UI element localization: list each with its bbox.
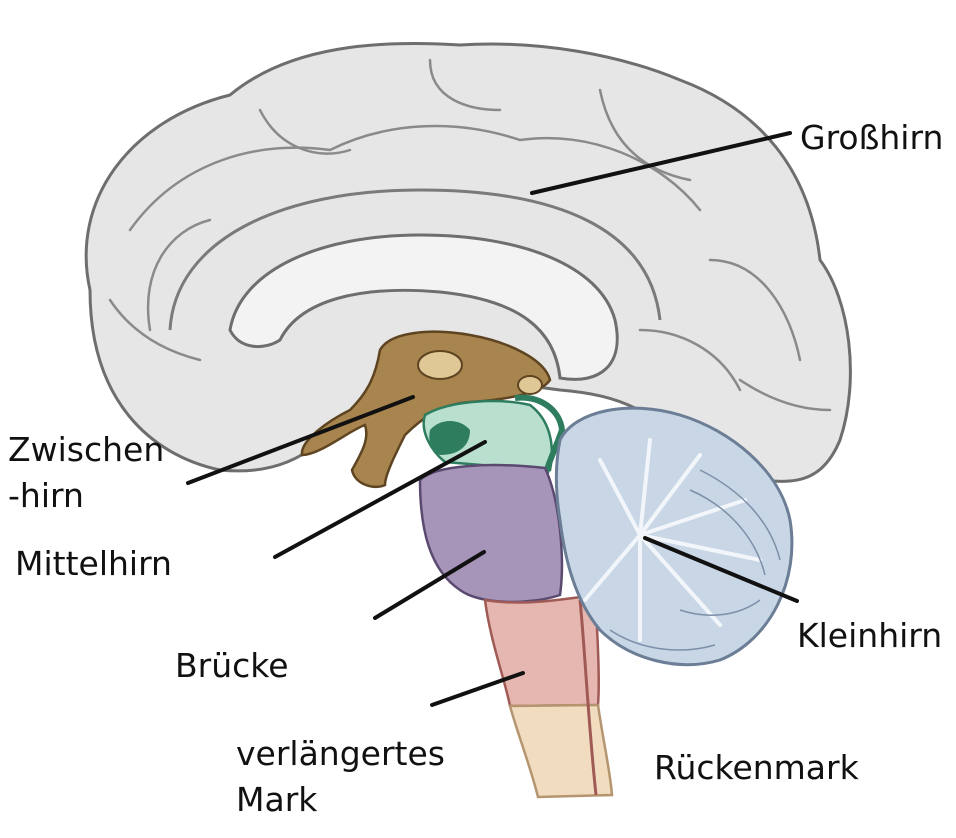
label-bruecke: Brücke <box>175 646 289 685</box>
spinal-cord <box>508 703 614 799</box>
gyri-lines <box>108 58 832 412</box>
label-verlaengertes-mark-line1: verlängertes <box>236 734 445 773</box>
label-mittelhirn: Mittelhirn <box>15 544 172 583</box>
pointer-zwischenhirn <box>186 395 415 485</box>
pointer-mittelhirn <box>273 440 487 559</box>
cerebral-aqueduct <box>514 394 566 481</box>
label-grosshirn: Großhirn <box>800 118 944 157</box>
cerebellum <box>554 406 794 667</box>
cerebellum-folia <box>609 469 781 651</box>
pineal-body <box>517 375 543 395</box>
pons <box>418 463 564 604</box>
thalamus <box>417 350 463 380</box>
diencephalon <box>300 330 552 489</box>
pointer-grosshirn <box>530 131 792 195</box>
central-canal <box>578 599 598 796</box>
label-verlaengertes-mark-line2: Mark <box>236 780 318 819</box>
label-rueckenmark: Rückenmark <box>654 748 859 787</box>
pointer-bruecke <box>373 550 486 620</box>
pointer-lines <box>186 131 799 707</box>
corpus-callosum <box>228 233 619 381</box>
arbor-vitae <box>583 438 762 642</box>
label-zwischenhirn-line1: Zwischen <box>8 430 165 469</box>
pointer-kleinhirn <box>643 536 799 603</box>
label-zwischenhirn-line2: -hirn <box>8 476 84 515</box>
midbrain-tectum <box>429 421 470 455</box>
pointer-verlaengertes-mark <box>430 671 525 707</box>
label-kleinhirn: Kleinhirn <box>797 616 943 655</box>
cingulate-gyrus-outline <box>168 188 662 331</box>
